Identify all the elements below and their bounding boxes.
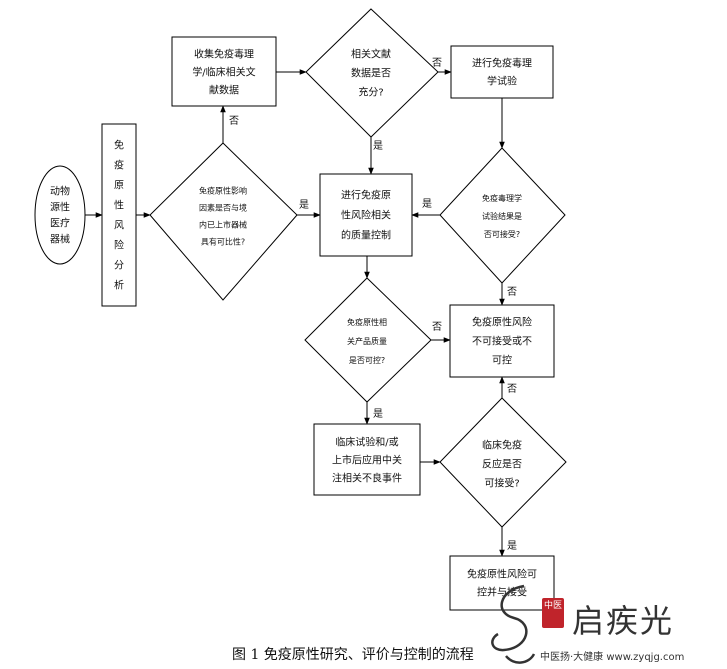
start-node bbox=[34, 165, 86, 265]
decision-controllable bbox=[304, 277, 432, 403]
node-line: 免疫原性影响 bbox=[199, 185, 247, 195]
comparable-text: 免疫原性影响因素是否与境内已上市器械具有可比性? bbox=[199, 185, 247, 246]
node-line: 临床免疫 bbox=[482, 439, 522, 452]
label-sufficient-yes: 是 bbox=[373, 140, 383, 152]
label-sufficient-no: 否 bbox=[432, 57, 442, 69]
figure-caption: 图 1 免疫原性研究、评价与控制的流程 bbox=[232, 647, 474, 663]
label-tox-no: 否 bbox=[507, 286, 517, 298]
node-line: 性 bbox=[114, 199, 124, 212]
node-line: 内已上市器械 bbox=[199, 219, 247, 229]
analysis-text: 免疫原性风险分析 bbox=[114, 139, 124, 292]
controllable-text: 免疫原性相关产品质量是否可控? bbox=[347, 317, 387, 365]
swirl-logo-icon bbox=[491, 584, 536, 664]
node-line: 试验结果是 bbox=[482, 211, 522, 221]
decision-tox bbox=[439, 147, 566, 284]
node-line: 医疗 bbox=[50, 217, 70, 230]
node-line: 相关文献 bbox=[351, 48, 391, 61]
node-line: 免疫原性风险 bbox=[472, 316, 532, 329]
collect-text: 收集免疫毒理学/临床相关文献数据 bbox=[192, 48, 255, 97]
node-line: 免疫毒理学 bbox=[482, 193, 522, 203]
label-controllable-no: 否 bbox=[432, 321, 442, 333]
node-line: 险 bbox=[114, 239, 124, 252]
watermark-subtitle: 中医扬·大健康 www.zyqjg.com bbox=[540, 652, 685, 663]
node-line: 因素是否与境 bbox=[199, 202, 247, 212]
watermark: 中医 启疾光 中医扬·大健康 www.zyqjg.com bbox=[480, 568, 727, 669]
node-line: 可控 bbox=[492, 354, 512, 367]
node-line: 免 bbox=[114, 139, 124, 152]
node-line: 的质量控制 bbox=[341, 229, 391, 242]
node-line: 注相关不良事件 bbox=[332, 472, 402, 485]
seal-badge: 中医 bbox=[542, 598, 564, 628]
reaction-text: 临床免疫反应是否可接受? bbox=[482, 439, 522, 490]
label-reaction-no: 否 bbox=[507, 383, 517, 395]
node-line: 动物 bbox=[50, 185, 70, 198]
node-line: 可接受? bbox=[484, 477, 519, 490]
node-line: 反应是否 bbox=[482, 458, 522, 471]
label-comparable-yes: 是 bbox=[299, 199, 309, 211]
toxtest-node bbox=[450, 45, 554, 99]
toxtest-text: 进行免疫毒理学试验 bbox=[472, 57, 532, 88]
node-line: 是否可控? bbox=[349, 355, 385, 365]
node-line: 性风险相关 bbox=[341, 209, 391, 222]
node-line: 关产品质量 bbox=[347, 336, 387, 346]
node-line: 疫 bbox=[114, 159, 124, 172]
node-line: 进行免疫毒理 bbox=[472, 57, 532, 70]
node-line: 器械 bbox=[50, 233, 70, 246]
node-line: 源性 bbox=[50, 201, 70, 214]
node-line: 充分? bbox=[358, 86, 383, 99]
quality-text: 进行免疫原性风险相关的质量控制 bbox=[341, 189, 391, 242]
node-line: 析 bbox=[114, 279, 124, 292]
clinical-node bbox=[313, 423, 421, 496]
node-line: 具有可比性? bbox=[201, 236, 245, 246]
node-line: 原 bbox=[114, 180, 124, 192]
label-reaction-yes: 是 bbox=[507, 540, 517, 552]
label-tox-yes: 是 bbox=[422, 198, 432, 210]
sufficient-text: 相关文献数据是否充分? bbox=[351, 48, 391, 99]
node-line: 学试验 bbox=[487, 75, 517, 88]
quality-node bbox=[319, 173, 413, 257]
node-line: 临床试验和/或 bbox=[335, 436, 398, 449]
clinical-text: 临床试验和/或上市后应用中关注相关不良事件 bbox=[332, 436, 402, 485]
node-line: 数据是否 bbox=[351, 67, 391, 80]
node-line: 学/临床相关文 bbox=[192, 66, 255, 79]
unacceptable-text: 免疫原性风险不可接受或不可控 bbox=[472, 316, 532, 367]
node-line: 风 bbox=[114, 220, 124, 232]
node-line: 上市后应用中关 bbox=[332, 454, 402, 467]
decision-comparable bbox=[149, 142, 298, 301]
node-line: 免疫原性相 bbox=[347, 317, 387, 327]
node-line: 进行免疫原 bbox=[341, 189, 391, 202]
node-line: 收集免疫毒理 bbox=[194, 48, 254, 61]
node-line: 分 bbox=[114, 260, 124, 272]
watermark-logo: 启疾光 bbox=[572, 602, 675, 640]
label-controllable-yes: 是 bbox=[373, 408, 383, 420]
node-line: 不可接受或不 bbox=[472, 335, 532, 348]
decision-reaction bbox=[439, 397, 567, 528]
node-line: 免疫原性风险可 bbox=[467, 568, 537, 581]
node-line: 否可接受? bbox=[484, 229, 520, 239]
start-text: 动物源性医疗器械 bbox=[50, 185, 70, 246]
collect-node bbox=[171, 36, 277, 107]
label-comparable-no: 否 bbox=[229, 115, 239, 127]
tox-decision-text: 免疫毒理学试验结果是否可接受? bbox=[482, 193, 522, 239]
unacceptable-node bbox=[449, 304, 555, 378]
node-line: 献数据 bbox=[209, 84, 239, 97]
decision-sufficient bbox=[305, 8, 439, 138]
analysis-node bbox=[101, 123, 137, 307]
